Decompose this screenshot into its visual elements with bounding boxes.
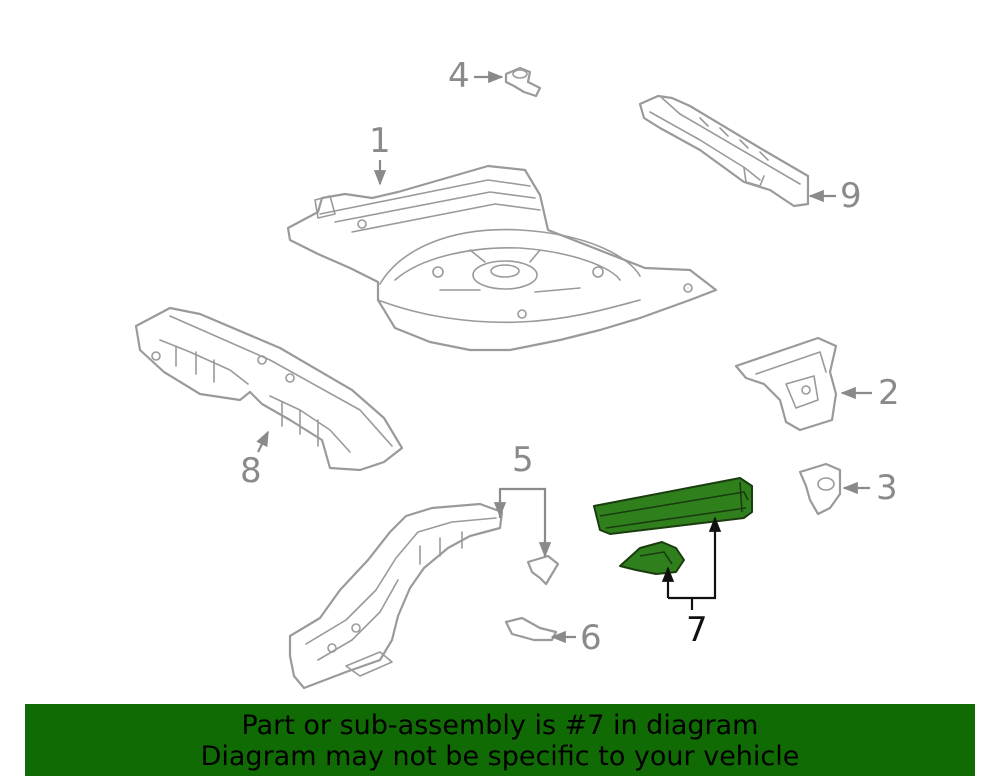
part-5-bracket xyxy=(526,554,560,586)
callout-9: 9 xyxy=(840,176,862,216)
callout-2: 2 xyxy=(878,373,900,413)
part-2-bracket xyxy=(734,336,838,432)
banner-line-1: Part or sub-assembly is #7 in diagram xyxy=(241,710,759,741)
part-6-bracket xyxy=(504,616,558,642)
callout-3: 3 xyxy=(876,468,898,508)
part-7-rail-extension xyxy=(593,477,753,535)
callout-7: 7 xyxy=(686,610,708,650)
callout-1: 1 xyxy=(369,121,391,161)
callout-4: 4 xyxy=(448,56,470,96)
part-1-rear-floor-pan xyxy=(286,164,718,352)
part-3-plate xyxy=(798,462,842,516)
part-4-clip xyxy=(504,66,542,98)
callout-5: 5 xyxy=(512,440,534,480)
info-banner: Part or sub-assembly is #7 in diagram Di… xyxy=(25,704,975,776)
part-8-side-member xyxy=(134,306,404,472)
part-5-side-frame xyxy=(288,502,504,690)
callout-8: 8 xyxy=(240,451,262,491)
banner-line-2: Diagram may not be specific to your vehi… xyxy=(200,741,800,772)
callout-6: 6 xyxy=(580,618,602,658)
part-9-cross-member xyxy=(638,94,810,208)
parts-diagram: 1 4 9 8 2 3 xyxy=(134,56,900,690)
part-7-bracket xyxy=(619,541,685,575)
